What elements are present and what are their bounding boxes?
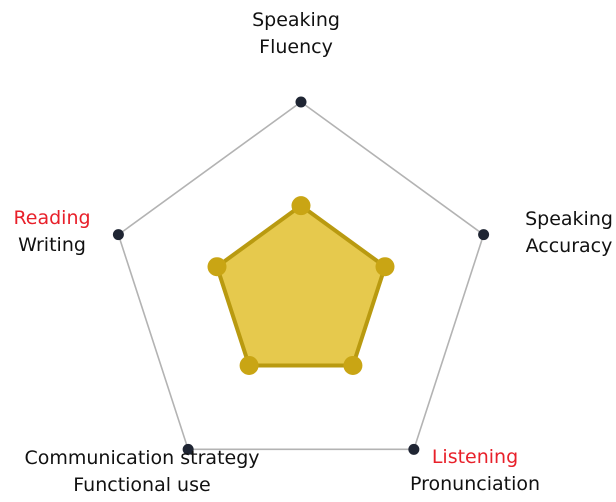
series-area xyxy=(215,203,387,368)
series-point xyxy=(291,196,311,216)
radar-outer-grid xyxy=(117,101,485,451)
series-point xyxy=(375,257,395,277)
axis-label-line: Speaking xyxy=(252,9,340,31)
grid-vertex-dot xyxy=(478,229,490,241)
series-markers xyxy=(207,196,395,375)
axis-label-line-highlight: Reading xyxy=(13,207,90,229)
axis-label-line: Fluency xyxy=(259,36,333,58)
axis-label-line: Communication strategy xyxy=(24,447,259,469)
grid-vertex-dot xyxy=(408,443,420,455)
axis-label-line-highlight: Listening xyxy=(432,446,518,468)
grid-vertex-dot xyxy=(182,443,194,455)
axis-label-line: Functional use xyxy=(73,474,210,496)
radar-grid-vertices xyxy=(112,96,490,455)
series-point xyxy=(207,257,227,277)
grid-vertex-dot xyxy=(112,229,124,241)
axis-label-line: Pronunciation xyxy=(410,473,540,495)
axis-label-line: Speaking xyxy=(525,208,613,230)
series-point xyxy=(343,355,363,375)
axis-label-line: Writing xyxy=(18,234,86,256)
axis-label-line: Accuracy xyxy=(526,235,613,257)
grid-vertex-dot xyxy=(295,96,307,108)
series-point xyxy=(239,355,259,375)
